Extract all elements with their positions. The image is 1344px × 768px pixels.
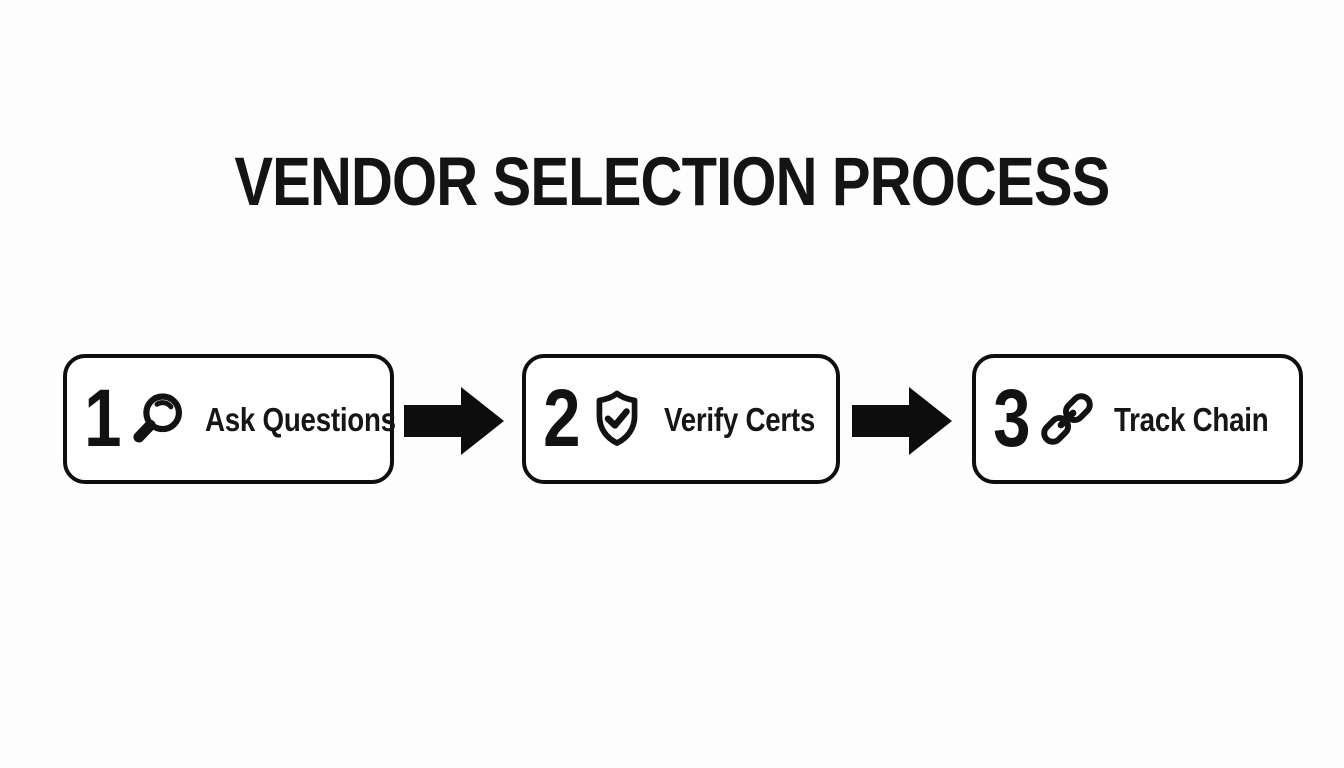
step-box-track-chain: 3 Track Chain: [972, 354, 1303, 484]
step-label: Verify Certs: [664, 400, 816, 438]
step-box-ask-questions: 1 Ask Questions: [63, 354, 396, 484]
arrow-right-icon: [404, 387, 504, 455]
step-number: 3: [993, 373, 1030, 464]
step-box-verify-certs: 2 Verify Certs: [522, 354, 840, 484]
step-number: 1: [84, 373, 121, 464]
step-label: Track Chain: [1114, 400, 1269, 438]
step-label: Ask Questions: [205, 400, 396, 438]
page-title: VENDOR SELECTION PROCESS: [234, 143, 1110, 220]
chain-link-icon: [1041, 393, 1093, 445]
step-number: 2: [543, 373, 580, 464]
magnifier-icon: [133, 393, 183, 443]
arrow-right-icon: [852, 387, 952, 455]
title-container: VENDOR SELECTION PROCESS: [0, 147, 1344, 216]
shield-check-icon: [596, 390, 638, 446]
